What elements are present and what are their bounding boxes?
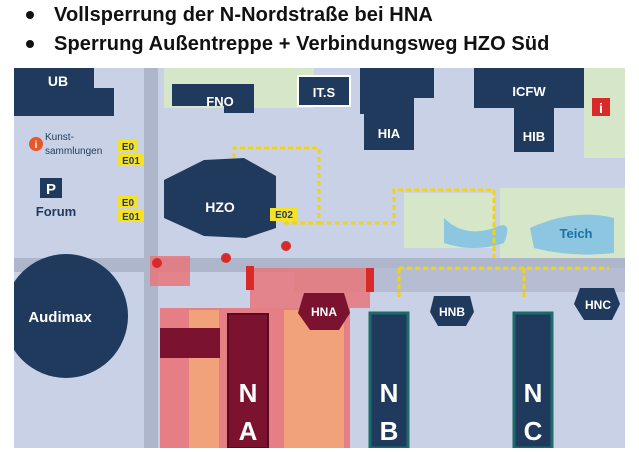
building-hnc (574, 288, 620, 320)
building-hna (298, 293, 350, 330)
building-hnb-label: HNB (439, 305, 465, 319)
teich-water (530, 214, 614, 255)
building-fno (172, 84, 254, 113)
building-nb (368, 311, 410, 448)
building-fno-label: FNO (206, 94, 233, 109)
building-its (297, 75, 351, 107)
building-hna-label: HNA (311, 305, 337, 319)
parking-icon-glyph: P (46, 181, 56, 198)
notice-text-1: Vollsperrung der N-Nordstraße bei HNA (54, 3, 433, 26)
building-hzo-label: HZO (205, 199, 235, 215)
parking-icon (40, 178, 62, 198)
entrance-tag-e02 (270, 208, 298, 221)
closure-marker (152, 258, 162, 268)
entrance-e0-top: E0 (122, 142, 135, 153)
building-na (227, 313, 269, 448)
detour-route (319, 188, 496, 258)
building-hnc-label: HNC (585, 298, 611, 312)
notice-text-2: Sperrung Außentreppe + Verbindungsweg HZ… (54, 32, 550, 55)
entrance-tag-e01-mid (118, 210, 144, 222)
info-icon[interactable] (29, 137, 43, 151)
building-its-label: IT.S (313, 85, 336, 100)
closure-marker (366, 268, 374, 292)
building-ub-label: UB (48, 73, 68, 89)
na-annex (160, 328, 220, 358)
closure-marker (221, 253, 231, 263)
building-hib-label: HIB (523, 129, 545, 144)
kunstsammlungen-label-2: sammlungen (45, 146, 102, 157)
building-hia-label: HIA (378, 126, 401, 141)
building-nc-letter2: C (524, 416, 543, 446)
building-hnb (430, 296, 474, 326)
entrance-e02: E02 (275, 210, 293, 221)
building-nb-letter2: B (380, 416, 399, 446)
building-na-letter2: A (239, 416, 258, 446)
info-icon-glyph: i (599, 100, 603, 116)
detour-route (397, 268, 526, 298)
forum-label: Forum (36, 204, 76, 219)
entrance-tag-e0-mid (118, 196, 138, 208)
building-hia (360, 68, 434, 150)
entrance-tag-e0-top (118, 140, 138, 152)
building-icfw (474, 68, 584, 152)
closure-marker (246, 266, 254, 290)
info-icon[interactable] (592, 98, 610, 116)
closure-marker (281, 241, 291, 251)
bullet-icon (26, 11, 34, 19)
building-hzo (164, 158, 276, 238)
notice-header: Vollsperrung der N-Nordstraße bei HNA Sp… (0, 0, 639, 64)
info-icon-glyph: i (35, 140, 38, 151)
entrance-e01-mid: E01 (122, 212, 140, 223)
notice-item-2: Sperrung Außentreppe + Verbindungsweg HZ… (26, 32, 549, 56)
building-audimax (14, 254, 128, 378)
pond-water (444, 218, 508, 248)
entrance-e0-mid: E0 (122, 198, 135, 209)
kunstsammlungen-label-1: Kunst- (45, 132, 74, 143)
building-nc (512, 311, 554, 448)
entrance-e01-top: E01 (122, 156, 140, 167)
building-ub (14, 68, 114, 116)
campus-map[interactable]: UB FNO IT.S HIA ICFW HIB i i Kunst- samm… (14, 68, 625, 448)
notice-item-1: Vollsperrung der N-Nordstraße bei HNA (26, 3, 433, 27)
building-audimax-label: Audimax (28, 309, 92, 326)
building-nb-letter1: N (380, 378, 399, 408)
bullet-icon (26, 40, 34, 48)
building-na-letter1: N (239, 378, 258, 408)
building-icfw-label: ICFW (512, 84, 546, 99)
teich-label: Teich (560, 226, 593, 241)
entrance-tag-e01-top (118, 154, 144, 166)
orange-area (284, 310, 344, 448)
building-nc-letter1: N (524, 378, 543, 408)
